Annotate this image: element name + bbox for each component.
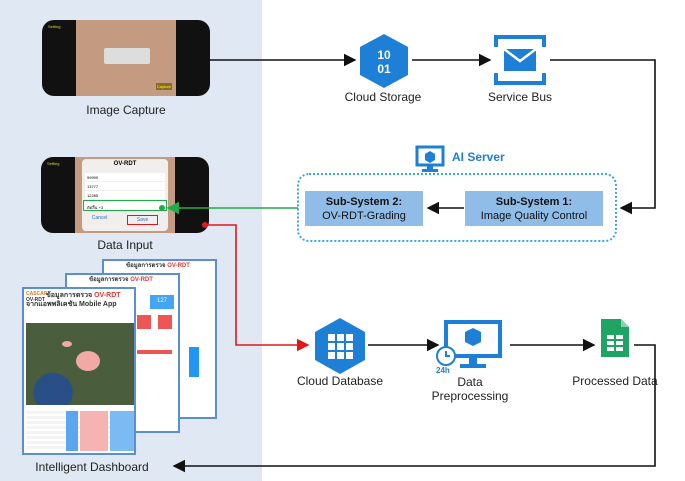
subsystem-1-title: Sub-System 1: [495, 196, 573, 208]
setting-button[interactable]: Setting [47, 161, 60, 166]
image-capture-phone: Capture Setting [42, 20, 210, 96]
subsystem-1-box: Sub-System 1: Image Quality Control [465, 191, 603, 226]
svg-text:01: 01 [377, 62, 391, 76]
ov-rdt-dialog: OV-RDT 99999 13777 12285 ตัดสิ้น +3 Canc… [82, 159, 168, 231]
capture-button[interactable]: Capture [155, 83, 172, 90]
field-1[interactable]: 99999 [85, 173, 165, 181]
bar-chart [137, 350, 172, 354]
stat-card: 127 [150, 295, 174, 309]
data-preprocessing-icon: 24h [436, 320, 502, 374]
spreadsheet-icon [601, 319, 629, 357]
dialog-title: OV-RDT [113, 161, 137, 167]
map-heat [76, 351, 100, 371]
service-bus-label: Service Bus [487, 90, 553, 104]
image-capture-label: Image Capture [86, 103, 166, 117]
service-bus-icon [494, 35, 546, 85]
processed-data-label: Processed Data [572, 374, 658, 388]
data-input-label: Data Input [97, 238, 153, 252]
dashboard-header-highlight: OV-RDT [167, 263, 190, 269]
svg-text:24h: 24h [436, 366, 450, 374]
data-table [26, 411, 134, 451]
dashboard-header-highlight: OV-RDT [130, 277, 153, 283]
data-input-phone: OV-RDT 99999 13777 12285 ตัดสิ้น +3 Canc… [41, 157, 209, 233]
map-view[interactable] [26, 323, 134, 405]
dashboard-header: ข้อมูลการตรวจ [46, 292, 95, 299]
bar-chart [137, 315, 172, 329]
cloud-storage-label: Cloud Storage [344, 90, 422, 104]
map-heat [62, 341, 72, 347]
dashboard-header: ข้อมูลการตรวจ [89, 277, 131, 283]
dashboard-header: ข้อมูลการตรวจ [126, 263, 168, 269]
field-3[interactable]: 12285 [85, 191, 165, 199]
dashboard-header-highlight: OV-RDT [94, 292, 121, 299]
subsystem-2-title: Sub-System 2: [325, 196, 403, 208]
ai-server-label: AI Server [452, 150, 505, 164]
intelligent-dashboard-label: Intelligent Dashboard [35, 460, 149, 474]
cloud-database-icon [315, 318, 365, 374]
subsystem-2-box: Sub-System 2: OV-RDT-Grading [305, 191, 423, 226]
save-button[interactable]: Save [126, 215, 159, 225]
ai-server-monitor-icon [415, 145, 445, 172]
cloud-storage-icon: 10 01 [360, 34, 408, 88]
dashboard-header-suffix: จากแอพพลิเคชัน Mobile App [26, 301, 117, 308]
cancel-button[interactable]: Cancel [91, 215, 108, 221]
subsystem-1-subtitle: Image Quality Control [480, 210, 588, 222]
camera-view: Capture [76, 20, 176, 96]
subsystem-2-subtitle: OV-RDT-Grading [322, 210, 406, 222]
svg-text:10: 10 [377, 48, 391, 62]
setting-button[interactable]: Setting [48, 24, 61, 29]
data-input-screen: OV-RDT 99999 13777 12285 ตัดสิ้น +3 Canc… [75, 157, 175, 233]
field-2[interactable]: 13777 [85, 182, 165, 190]
rdt-cassette [104, 48, 150, 64]
result-field[interactable]: ตัดสิ้น +3 [83, 200, 167, 211]
cloud-database-label: Cloud Database [296, 374, 384, 388]
